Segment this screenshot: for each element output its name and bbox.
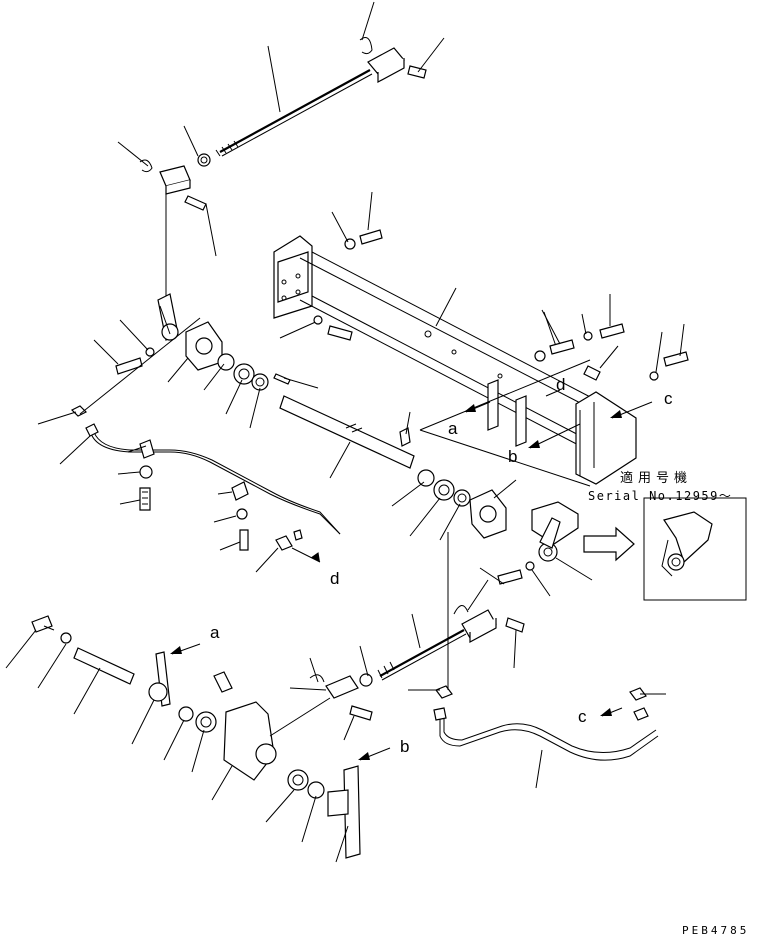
inset-title-jp: 適用号機 — [620, 470, 692, 485]
label-b-lower: b — [400, 737, 409, 756]
label-a-upper: a — [448, 419, 458, 438]
label-a-lower: a — [210, 623, 220, 642]
label-b-upper: b — [508, 447, 517, 466]
reference-arrows — [170, 389, 653, 761]
left-bearing-assembly — [93, 293, 415, 479]
frame-bolts — [313, 191, 689, 381]
serial-inset — [583, 497, 747, 601]
upper-control-rod — [117, 1, 445, 300]
label-c-upper: c — [664, 389, 673, 408]
lower-left-assembly — [5, 615, 361, 863]
label-d-upper: d — [556, 375, 565, 394]
inset-serial: Serial No.12959〜 — [588, 489, 732, 503]
grease-line-right — [408, 532, 666, 789]
grease-line-left — [37, 317, 341, 573]
right-bearing-assembly — [391, 469, 593, 597]
label-c-lower: c — [578, 707, 587, 726]
drawing-number: PEB4785 — [682, 924, 749, 937]
label-d-lower: d — [330, 569, 339, 588]
main-frame — [273, 235, 637, 487]
lower-control-rod — [269, 579, 525, 741]
